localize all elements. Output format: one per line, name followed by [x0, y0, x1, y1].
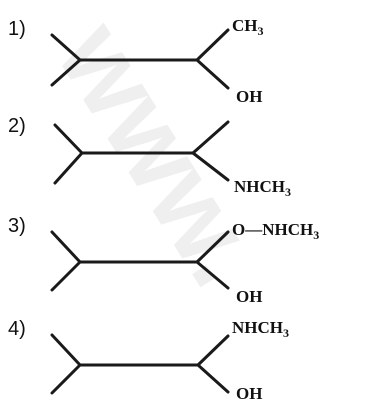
bond [50, 363, 82, 395]
option-3-bottom-group: OH [236, 287, 262, 306]
option-1-bottom-group: OH [236, 87, 262, 106]
option-3-number: 3) [8, 215, 26, 237]
bond [53, 151, 84, 185]
option-4-number: 4) [8, 318, 26, 340]
bond [196, 363, 230, 394]
option-1-top-group: CH3 [232, 16, 264, 38]
bond [196, 334, 230, 367]
option-3-top-group: O—NHCH3 [232, 220, 319, 242]
bond [191, 151, 230, 182]
bond [191, 120, 230, 155]
bond [53, 123, 84, 155]
bond [195, 28, 230, 62]
bond [50, 230, 82, 264]
option-2-number: 2) [8, 115, 26, 137]
bond [50, 58, 82, 87]
bond [50, 33, 82, 62]
bond [50, 333, 82, 367]
bond [50, 260, 82, 292]
option-3[interactable]: 3) O—NHCH3 OH [8, 215, 319, 306]
bond [195, 230, 230, 264]
option-2[interactable]: 2) NHCH3 [8, 115, 291, 199]
option-2-bottom-group: NHCH3 [234, 177, 291, 199]
option-4-bottom-group: OH [236, 384, 262, 403]
bond [195, 58, 230, 90]
option-1[interactable]: 1) CH3 OH [8, 16, 264, 106]
bond [195, 260, 230, 290]
option-4[interactable]: 4) NHCH3 OH [8, 318, 289, 403]
option-4-top-group: NHCH3 [232, 318, 289, 340]
option-1-number: 1) [8, 18, 26, 40]
